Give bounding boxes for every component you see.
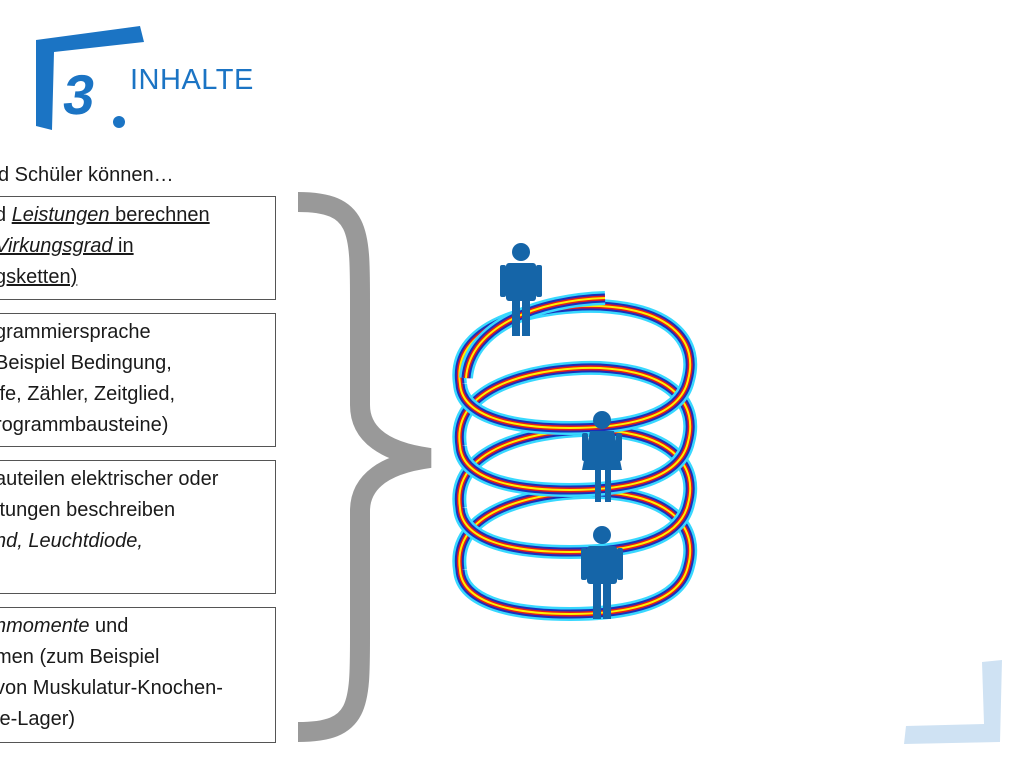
box-line: Virkungsgrad in xyxy=(0,231,269,262)
box-text: grammiersprache xyxy=(0,321,151,343)
box-line: Beispiel Bedingung, xyxy=(0,348,269,379)
box-text: in xyxy=(112,235,134,257)
spiral-learning-icon xyxy=(452,243,698,622)
box-text: von Muskulatur-Knochen- xyxy=(0,677,223,699)
box-text: berechnen xyxy=(109,204,210,226)
curly-brace-icon xyxy=(297,192,432,742)
box-line: von Muskulatur-Knochen- xyxy=(0,673,269,704)
logo-number: 3 xyxy=(59,63,99,126)
box-text: rogrammbausteine) xyxy=(0,414,169,436)
box-text: men (zum Beispiel xyxy=(0,646,160,668)
box-text: nd, Leuchtdiode, xyxy=(0,530,143,552)
box-line: rogrammbausteine) xyxy=(0,410,269,441)
box-line: ltungen beschreiben xyxy=(0,495,269,526)
box-text: Virkungsgrad xyxy=(0,235,113,257)
box-line: nmomente und xyxy=(0,611,269,642)
person-man-icon xyxy=(500,243,542,336)
box-text: ife, Zähler, Zeitglied, xyxy=(0,383,176,405)
competence-box-components: auteilen elektrischer oder ltungen beschr… xyxy=(0,460,276,594)
box-text: und xyxy=(89,615,129,637)
box-text: ltungen beschreiben xyxy=(0,499,176,521)
box-line: nd, Leuchtdiode, xyxy=(0,526,269,557)
intro-text: d Schüler können… xyxy=(0,164,174,186)
box-text: le-Lager) xyxy=(0,708,76,730)
box-line: auteilen elektrischer oder xyxy=(0,464,269,495)
person-woman-icon xyxy=(582,411,622,502)
box-line: men (zum Beispiel xyxy=(0,642,269,673)
box-line: d Leistungen berechnen xyxy=(0,200,269,231)
box-text: auteilen elektrischer oder xyxy=(0,468,219,490)
chapter-3-logo-icon: 3 xyxy=(36,26,144,130)
competence-box-torque: nmomente und men (zum Beispiel von Muskula… xyxy=(0,607,276,743)
page-title: INHALTE xyxy=(130,64,254,96)
box-text: d xyxy=(0,204,12,226)
box-line: ife, Zähler, Zeitglied, xyxy=(0,379,269,410)
box-text: gsketten) xyxy=(0,266,78,288)
box-line: gsketten) xyxy=(0,262,269,293)
box-text: Leistungen xyxy=(11,204,110,226)
box-line: grammiersprache xyxy=(0,317,269,348)
box-text: nmomente xyxy=(0,615,90,637)
person-man-icon xyxy=(581,526,623,619)
box-line: le-Lager) xyxy=(0,704,269,735)
box-text: Beispiel Bedingung, xyxy=(0,352,172,374)
corner-decoration-icon xyxy=(904,660,1002,744)
